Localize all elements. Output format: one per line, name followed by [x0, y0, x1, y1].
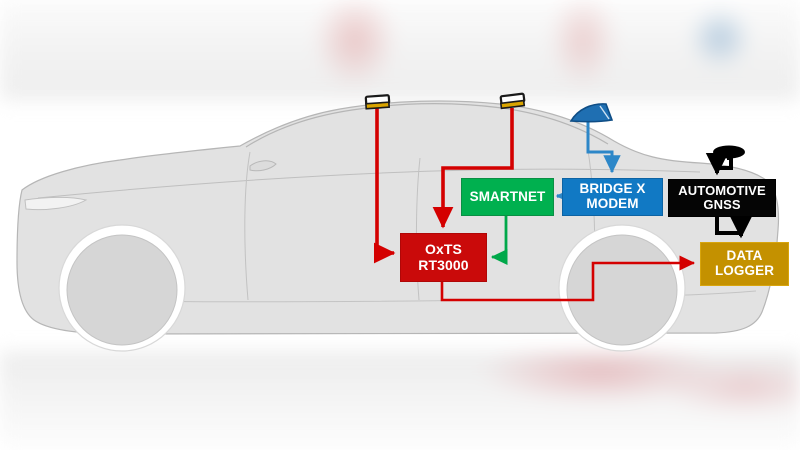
- wire-gnss-to-datalogger: [715, 216, 753, 239]
- shark-fin-antenna-icon: [569, 103, 614, 123]
- background-blur-bottom: [0, 352, 800, 450]
- wire-antenna-to-gnss: [705, 153, 733, 176]
- wire-rear-antenna-to-oxts: [432, 108, 514, 229]
- wire-sharkfin-to-bridgex: [586, 122, 621, 174]
- node-oxts-rt3000[interactable]: OxTS RT3000: [400, 233, 487, 282]
- gnss-antenna-front-icon: [364, 94, 391, 110]
- wire-front-antenna-to-oxts: [373, 108, 396, 264]
- automotive-gnss-antenna-icon: [713, 145, 745, 160]
- wire-smartnet-to-oxts: [490, 216, 508, 266]
- front-wheel: [66, 234, 178, 346]
- node-data-logger[interactable]: DATA LOGGER: [700, 242, 789, 286]
- node-bridge-x-modem[interactable]: BRIDGE X MODEM: [562, 178, 663, 216]
- background-blur-top: [0, 0, 800, 100]
- node-smartnet[interactable]: SMARTNET: [461, 178, 554, 216]
- node-automotive-gnss[interactable]: AUTOMOTIVE GNSS: [668, 179, 776, 217]
- wire-oxts-to-datalogger: [440, 255, 696, 302]
- gnss-antenna-rear-icon: [499, 92, 526, 110]
